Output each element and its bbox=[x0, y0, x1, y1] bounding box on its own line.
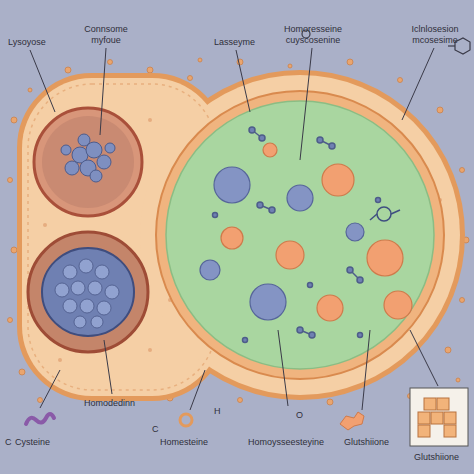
part-label: O bbox=[296, 410, 303, 421]
cytosol-compartment bbox=[156, 91, 444, 379]
part-label: Lysoyose bbox=[8, 37, 46, 48]
part-label: Glutshiione bbox=[414, 452, 459, 463]
part-label: C bbox=[5, 437, 12, 448]
part-label: C bbox=[152, 424, 159, 435]
ring-molecule bbox=[370, 207, 400, 221]
part-label: Homodedinn bbox=[84, 398, 135, 409]
part-label: H bbox=[214, 406, 221, 417]
leader-lines bbox=[30, 48, 438, 410]
part-label: Connsome myfoue bbox=[76, 24, 136, 46]
lysosome-upper bbox=[34, 108, 142, 216]
part-label: Homesteine bbox=[160, 437, 208, 448]
molecules bbox=[213, 127, 381, 343]
cell-membrane bbox=[22, 75, 460, 396]
part-label: Glutshiione bbox=[344, 437, 389, 448]
bottom-icons bbox=[26, 388, 468, 446]
part-label: Homoresseine cuyscosenine bbox=[268, 24, 358, 46]
part-label: Cysteine bbox=[15, 437, 50, 448]
vesicle-dots bbox=[8, 58, 470, 405]
part-label: Homoysseesteyine bbox=[248, 437, 324, 448]
part-label: Iclnlosesion mcosesime bbox=[400, 24, 470, 46]
part-label: Lasseyme bbox=[214, 37, 255, 48]
lysosome-lower bbox=[28, 232, 148, 352]
